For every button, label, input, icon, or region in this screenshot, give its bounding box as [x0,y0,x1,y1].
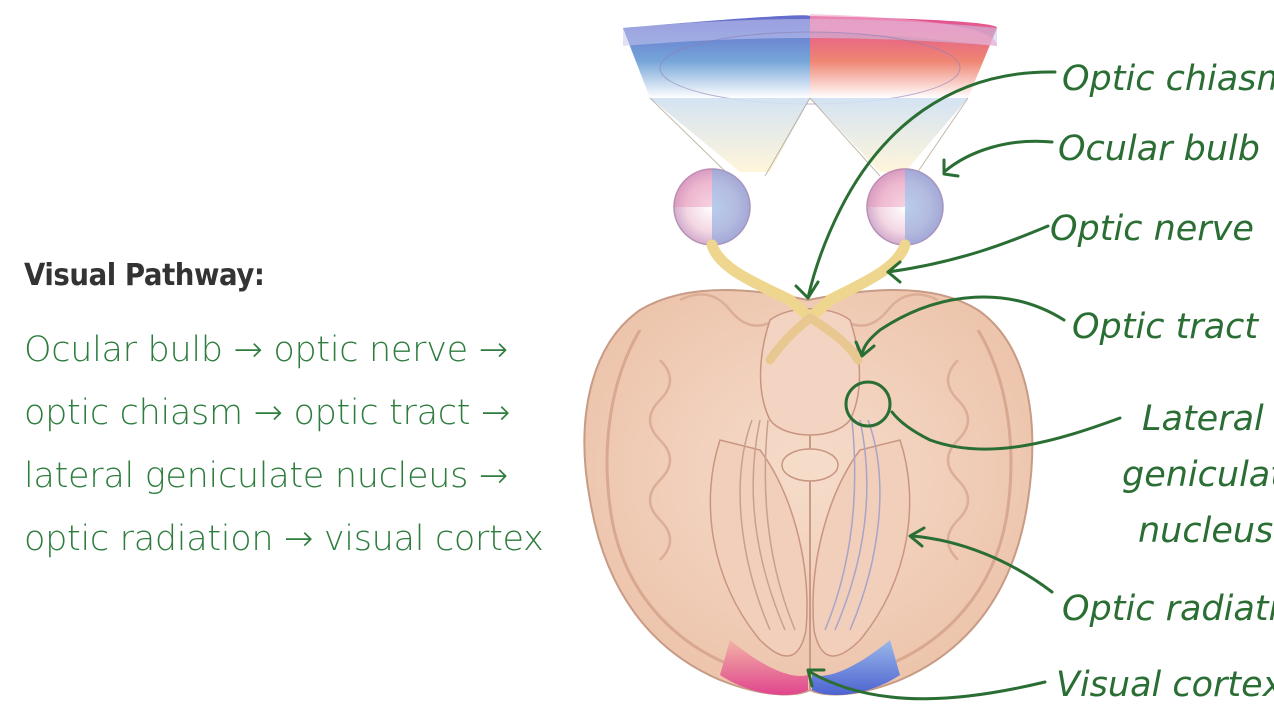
ocular-bulbs [674,169,943,245]
label-lgn-line-2: geniculate [1122,455,1274,495]
label-optic-tract: Optic tract [1072,307,1259,347]
label-ocular-bulb: Ocular bulb [1058,129,1260,169]
label-lgn-line-3: nucleus [1138,511,1273,551]
label-optic-chiasm: Optic chiasm [1062,59,1274,99]
label-lgn-line-1: Lateral [1142,399,1264,439]
label-optic-radiation: Optic radiation [1062,589,1274,629]
label-visual-cortex: Visual cortex [1056,665,1274,705]
visual-field [623,14,997,176]
brain [584,290,1032,695]
label-optic-nerve: Optic nerve [1050,209,1254,249]
